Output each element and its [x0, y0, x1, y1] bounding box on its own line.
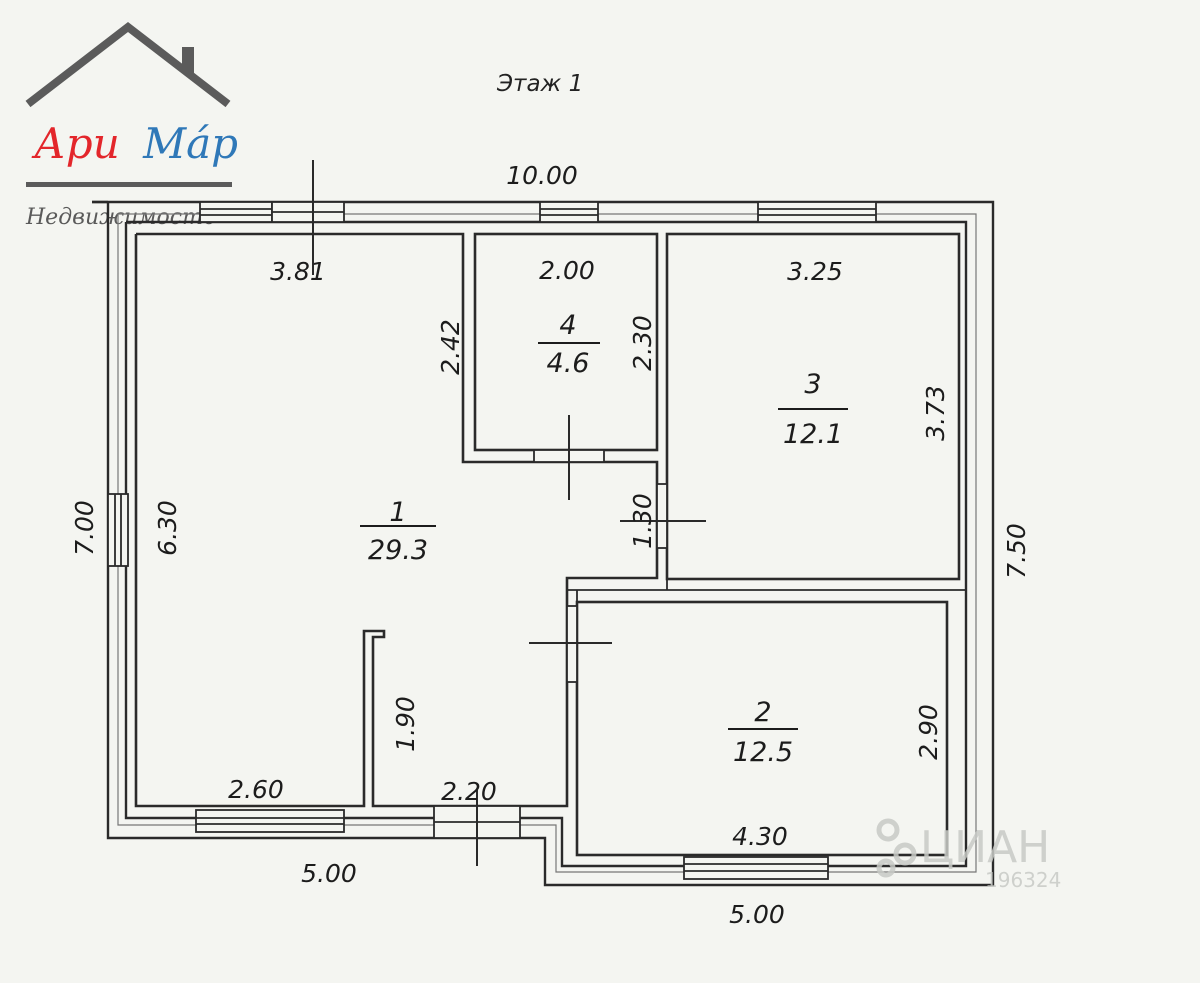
- window-top-2: [271, 201, 345, 223]
- exterior-wall-outer: [92, 200, 995, 887]
- room-label-1: 1 29.3: [360, 497, 436, 566]
- svg-text:Ари Ма́р: Ари Ма́р: [31, 119, 238, 168]
- room-4-number: 4: [559, 310, 576, 341]
- exterior-wall-mid: [117, 213, 977, 873]
- room-1-number: 1: [389, 497, 406, 528]
- dim-room1-height: 6.30: [153, 500, 182, 556]
- dim-left-total: 7.00: [70, 500, 99, 556]
- window-top-3: [539, 201, 599, 223]
- logo-chimney-icon: [182, 47, 194, 73]
- dim-bottom-right-total: 5.00: [729, 900, 785, 929]
- watermark-brand: ЦИАН: [920, 822, 1050, 873]
- room-3-area: 12.1: [783, 419, 843, 450]
- floor-title: Этаж 1: [496, 71, 583, 97]
- door-room-3: [656, 483, 668, 549]
- window-left: [107, 493, 129, 567]
- dim-room3-width: 3.25: [787, 257, 843, 286]
- logo-brand-part1: Ари: [31, 119, 120, 168]
- exterior-walls: [92, 200, 995, 887]
- dim-room4-right-height: 2.30: [628, 315, 657, 371]
- room-label-4: 4 4.6: [538, 310, 600, 379]
- logo-brand-part2: Ма́р: [142, 119, 238, 168]
- dim-room1-width: 3.81: [270, 257, 326, 286]
- dim-room2-height: 2.90: [914, 704, 943, 760]
- logo-subtitle: Недвижимость: [25, 205, 215, 230]
- room-1-area: 29.3: [368, 535, 428, 566]
- room-label-3: 3 12.1: [778, 369, 848, 450]
- room-contours: [134, 232, 967, 857]
- logo-underline: [26, 182, 232, 187]
- dim-hall-width: 2.20: [441, 777, 497, 806]
- room-4-area: 4.6: [547, 348, 590, 379]
- dim-room4-left-height: 2.42: [436, 319, 465, 375]
- room-2-number: 2: [754, 697, 771, 728]
- exterior-wall-inner: [124, 220, 968, 868]
- dim-room4-width: 2.00: [539, 256, 595, 285]
- window-bottom-1: [195, 809, 345, 833]
- room-3-contour: [665, 232, 961, 581]
- watermark-id: 196324: [985, 868, 1061, 892]
- watermark-logo-icon: [876, 818, 917, 878]
- windows: [107, 201, 877, 880]
- window-top-4: [757, 201, 877, 223]
- room-label-2: 2 12.5: [728, 697, 798, 768]
- dim-bottom-left-total: 5.00: [301, 859, 357, 888]
- dimension-labels: 10.00 3.81 2.00 3.25 2.42 2.30 3.73 1.30…: [70, 161, 1031, 929]
- dim-room2-width: 4.30: [732, 822, 788, 851]
- dim-corridor-height: 1.30: [628, 493, 657, 549]
- room-labels: 1 29.3 2 12.5 3 12.1 4 4.6: [360, 310, 848, 768]
- dim-room1-bottom-left: 2.60: [228, 775, 284, 804]
- watermark: ЦИАН 196324: [876, 818, 1061, 892]
- room-2-area: 12.5: [733, 737, 793, 768]
- dim-right-total: 7.50: [1002, 523, 1031, 579]
- dim-partition-height: 1.90: [391, 696, 420, 752]
- dim-top-total: 10.00: [506, 161, 578, 190]
- dim-room3-height: 3.73: [921, 385, 950, 441]
- logo: Ари Ма́р Недвижимость: [25, 21, 238, 230]
- room-3-number: 3: [804, 369, 821, 400]
- logo-roof-icon: [25, 21, 231, 108]
- window-top-1: [199, 201, 273, 223]
- cut-marks: [312, 160, 706, 866]
- window-bottom-2: [683, 856, 829, 880]
